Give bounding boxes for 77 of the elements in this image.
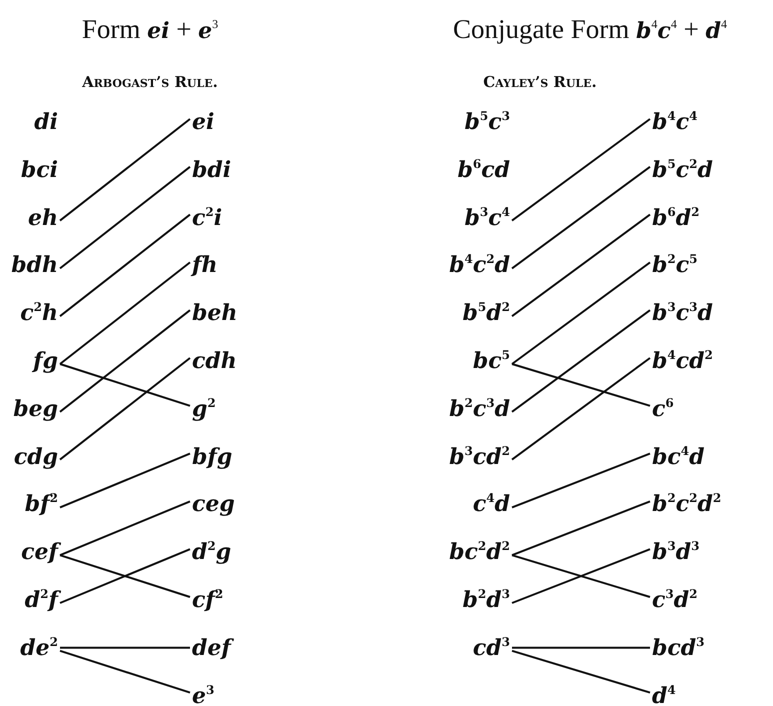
term-text: c$^{3}$d$^{2}$ <box>652 587 698 613</box>
term-text: bci <box>20 156 58 183</box>
term-text: d$^{4}$ <box>652 682 676 706</box>
term-text: b$^{3}$cd$^{2}$ <box>449 444 510 470</box>
connector-line <box>512 548 650 604</box>
term-text: b$^{2}$c$^{2}$d$^{2}$ <box>652 491 722 518</box>
connector-line <box>59 262 191 365</box>
connector-line <box>59 214 191 317</box>
connector-line <box>60 554 190 598</box>
term-text: bc$^{4}$d <box>652 444 705 470</box>
term-text: bdh <box>11 252 58 278</box>
term-text: bdi <box>192 156 232 183</box>
term-text: c$^{2}$i <box>192 204 222 231</box>
term-text: g$^{2}$ <box>192 396 216 422</box>
connector-line <box>59 357 191 460</box>
connector-line <box>60 548 190 604</box>
term-text: c$^{2}$h <box>20 300 58 326</box>
term-text: ceg <box>192 491 235 518</box>
term-text: fg <box>33 348 58 374</box>
term-text: eh <box>28 204 58 231</box>
connector-line <box>511 262 651 365</box>
term-text: c$^{6}$ <box>652 396 674 422</box>
term-text: b$^{2}$c$^{3}$d <box>449 396 510 422</box>
connector-line <box>511 309 651 413</box>
term-text: di <box>34 109 58 135</box>
term-text: cf$^{2}$ <box>192 587 224 613</box>
connector-line <box>60 363 190 407</box>
term-text: e$^{3}$ <box>192 682 214 706</box>
term-text: d$^{2}$g <box>192 539 232 566</box>
connector-line <box>60 500 190 556</box>
heading: Form ei + e$^{3}$ <box>82 13 218 46</box>
rule-heading: Cayley’s Rule. <box>483 73 597 91</box>
term-text: bc$^{2}$d$^{2}$ <box>449 539 510 566</box>
connector-line <box>512 500 650 556</box>
term-text: b$^{6}$d$^{2}$ <box>652 204 700 231</box>
term-text: b$^{2}$d$^{3}$ <box>462 587 510 613</box>
term-text: bcd$^{3}$ <box>652 634 705 661</box>
heading: Conjugate Form b$^{4}$c$^{4}$ + d$^{4}$ <box>453 13 727 46</box>
rule-heading: Arbogast’s Rule. <box>82 73 218 91</box>
term-text: c$^{4}$d <box>472 491 510 518</box>
term-text: cd$^{3}$ <box>472 634 510 661</box>
term-text: b$^{3}$c$^{4}$ <box>464 204 510 231</box>
connector-line <box>512 650 650 694</box>
term-text: bfg <box>192 444 232 470</box>
connector-line <box>59 118 191 222</box>
connector-line <box>511 214 651 317</box>
connector-line <box>59 166 191 270</box>
term-text: beg <box>13 396 58 422</box>
connector-line <box>511 357 651 460</box>
term-text: b$^{3}$d$^{3}$ <box>652 539 700 566</box>
term-text: b$^{4}$c$^{2}$d <box>449 252 510 278</box>
connector-line <box>60 452 190 508</box>
connector-line <box>512 363 650 407</box>
term-text: bc$^{5}$ <box>472 348 510 374</box>
connector-line <box>512 452 650 508</box>
connector-line <box>512 554 650 598</box>
connector-line <box>60 646 190 649</box>
term-text: de$^{2}$ <box>20 634 58 661</box>
connector-line <box>511 118 651 222</box>
term-text: cdh <box>192 348 237 374</box>
term-text: cdg <box>14 444 58 470</box>
term-text: b$^{5}$c$^{2}$d <box>652 156 713 183</box>
term-text: bf$^{2}$ <box>24 491 58 518</box>
term-text: b$^{2}$c$^{5}$ <box>652 252 698 278</box>
connector-line <box>512 646 650 649</box>
term-text: b$^{4}$cd$^{2}$ <box>652 348 713 374</box>
term-text: fh <box>192 252 218 278</box>
connector-line <box>59 309 191 413</box>
term-text: b$^{5}$d$^{2}$ <box>462 300 510 326</box>
term-text: b$^{6}$cd <box>457 156 510 183</box>
term-text: beh <box>192 300 238 326</box>
connector-line <box>511 166 651 270</box>
term-text: b$^{3}$c$^{3}$d <box>652 300 713 326</box>
term-text: b$^{5}$c$^{3}$ <box>464 109 510 135</box>
connector-line <box>60 650 190 694</box>
term-text: b$^{4}$c$^{4}$ <box>652 109 698 135</box>
term-text: ei <box>192 109 214 135</box>
